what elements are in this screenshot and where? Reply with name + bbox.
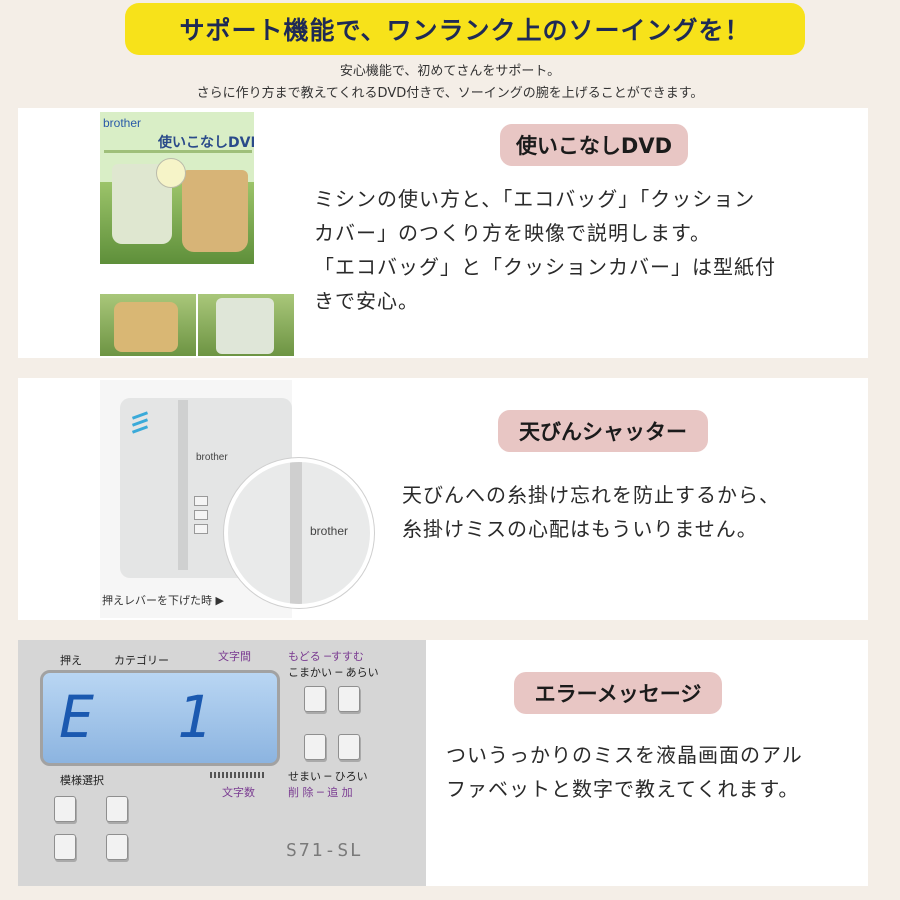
dvd-cover-subline xyxy=(104,150,252,153)
description-line: ファベットと数字で教えてくれます。 xyxy=(446,777,800,801)
take-up-shutter xyxy=(178,400,188,570)
panel-key xyxy=(304,734,326,760)
description-line: ミシンの使い方と、「エコバッグ」「クッション xyxy=(314,187,756,211)
dvd-brand-logo: brother xyxy=(103,116,142,130)
thumbnail-eco-bag xyxy=(198,294,294,356)
panel-key xyxy=(54,834,76,860)
feature-card-dvd: brother 使いこなしDVD 使いこなしDVD ミシンの使い方と、「エコバッ… xyxy=(18,108,868,358)
label-moji: 文字間 xyxy=(218,650,251,663)
panel-key xyxy=(338,686,360,712)
motion-lines-icon xyxy=(131,411,149,434)
description-line: 天びんへの糸掛け忘れを防止するから、 xyxy=(402,483,780,507)
feature-title-shutter: 天びんシャッター xyxy=(498,410,708,452)
dvd-cover-image: brother 使いこなしDVD xyxy=(100,112,254,264)
dvd-cover-title: 使いこなしDVD xyxy=(158,135,254,151)
label-category: カテゴリー xyxy=(114,654,169,667)
lcd-screen: E 1 xyxy=(40,670,280,766)
control-panel-photo: 押え カテゴリー 文字間 もどる ─すすむ こまかい ─ あらい E 1 模様選… xyxy=(18,640,426,886)
panel-key xyxy=(304,686,326,712)
intro-line-1: 安心機能で、初めてさんをサポート。 xyxy=(339,64,561,79)
description-line: ついうっかりのミスを液晶画面のアル xyxy=(446,743,803,767)
panel-key xyxy=(106,796,128,822)
machine-button xyxy=(194,510,208,520)
dvd-badge xyxy=(156,158,186,188)
label-semai: せまい ─ ひろい xyxy=(288,770,368,783)
cushion-shape xyxy=(182,170,248,252)
lcd-error-code: E 1 xyxy=(59,683,236,751)
model-number: S71-SL xyxy=(286,840,364,861)
headline-banner: サポート機能で、ワンランク上のソーイングを！ xyxy=(125,3,805,55)
cushion-shape xyxy=(114,302,178,352)
description-line: きで安心。 xyxy=(314,289,419,313)
description-line: 「エコバッグ」と「クッションカバー」は型紙付 xyxy=(314,255,776,279)
machine-brand-logo: brother xyxy=(196,452,228,463)
feature-card-error: 押え カテゴリー 文字間 もどる ─すすむ こまかい ─ あらい E 1 模様選… xyxy=(18,640,868,886)
description-line: 糸掛けミスの心配はもういりません。 xyxy=(402,517,758,541)
panel-key xyxy=(338,734,360,760)
intro-line-2: さらに作り方まで教えてくれるDVD付きで、ソーイングの腕を上げることができます。 xyxy=(196,86,704,101)
eco-bag-shape xyxy=(216,298,274,354)
zigzag-icon xyxy=(210,772,266,778)
label-mojisu: 文字数 xyxy=(222,786,255,799)
photo-caption: 押えレバーを下げた時 ▶ xyxy=(102,594,224,607)
panel-key xyxy=(106,834,128,860)
take-up-shutter-closed xyxy=(290,462,302,604)
feature-description-error: ついうっかりのミスを液晶画面のアル ファベットと数字で教えてくれます。 xyxy=(446,738,803,806)
feature-title-error: エラーメッセージ xyxy=(514,672,722,714)
panel-key xyxy=(54,796,76,822)
label-modoru: もどる ─すすむ xyxy=(288,650,364,663)
description-line: カバー」のつくり方を映像で説明します。 xyxy=(314,221,711,245)
feature-card-shutter: brother brother 押えレバーを下げた時 ▶ 天びんシャッター 天び… xyxy=(18,378,868,620)
feature-description-shutter: 天びんへの糸掛け忘れを防止するから、 糸掛けミスの心配はもういりません。 xyxy=(402,478,780,546)
feature-description-dvd: ミシンの使い方と、「エコバッグ」「クッション カバー」のつくり方を映像で説明しま… xyxy=(314,182,776,318)
thumbnail-cushion xyxy=(100,294,196,356)
label-komakai: こまかい ─ あらい xyxy=(288,666,379,679)
machine-button xyxy=(194,524,208,534)
headline-text: サポート機能で、ワンランク上のソーイングを！ xyxy=(179,16,751,45)
feature-title-dvd: 使いこなしDVD xyxy=(500,124,688,166)
zoom-inset-circle: brother xyxy=(224,458,374,608)
label-sakujo: 削 除 ─ 追 加 xyxy=(288,786,353,799)
label-moyou: 模様選択 xyxy=(60,774,104,787)
machine-brand-logo: brother xyxy=(310,524,349,538)
machine-button xyxy=(194,496,208,506)
label-osae: 押え xyxy=(60,654,82,667)
